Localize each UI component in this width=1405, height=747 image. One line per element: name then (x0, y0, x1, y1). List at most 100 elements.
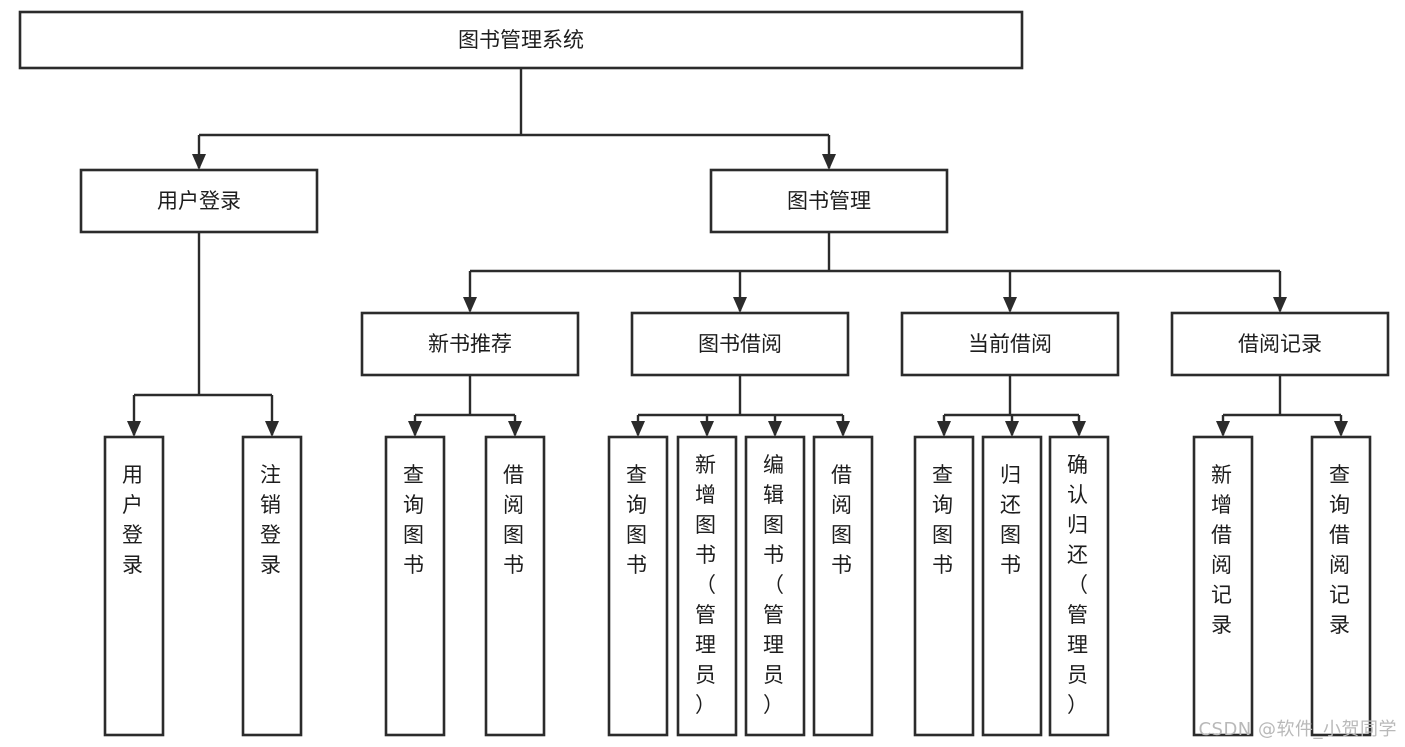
leaf-leaf-confirm-return-char: 员 (1067, 663, 1091, 687)
leaf-leaf-borrow-book-1-char: 图 (503, 523, 527, 547)
root-node-图书管理系统-rect (18, 10, 1024, 70)
leaf-leaf-confirm-return-char: 确 (1067, 453, 1091, 477)
node-user-login[interactable]: 用户登录 (79, 168, 319, 234)
leaf-leaf-confirm-return-char: 理 (1067, 633, 1091, 657)
leaf-leaf-add-book-char: （ (695, 573, 719, 597)
leaf-leaf-query-book-2-rect (607, 435, 669, 737)
root-arrow-1 (822, 154, 836, 170)
root-node-图书管理系统[interactable]: 图书管理系统 (18, 10, 1024, 70)
leaf-leaf-confirm-return-char: 还 (1067, 543, 1091, 567)
group-book-borrow-arrow-0 (631, 421, 645, 437)
leaf-leaf-return-book-char: 书 (1000, 553, 1024, 577)
group-new-book-recommend-arrow-0 (408, 421, 422, 437)
leaf-leaf-query-record-rect (1310, 435, 1372, 737)
leaf-leaf-borrow-book-1-rect (484, 435, 546, 737)
group-book-borrow-arrow-1 (700, 421, 714, 437)
leaf-leaf-edit-book-rect (744, 435, 806, 737)
leaf-leaf-logout-char: 登 (260, 523, 284, 547)
leaf-leaf-logout-char: 录 (260, 553, 284, 577)
group-borrow-record-arrow-1 (1334, 421, 1348, 437)
leaf-leaf-confirm-return-char: 认 (1067, 483, 1091, 507)
leaf-leaf-user-login-char: 户 (122, 493, 146, 517)
leaf-leaf-logout-rect (241, 435, 303, 737)
group-user-login-arrow-0 (127, 421, 141, 437)
leaf-leaf-add-book-char: 书 (695, 543, 719, 567)
leaf-leaf-query-book-1-char: 书 (403, 553, 427, 577)
leaf-leaf-add-book-char: 图 (695, 513, 719, 537)
node-book-manage[interactable]: 图书管理 (709, 168, 949, 234)
leaf-leaf-borrow-book-2-char: 借 (831, 463, 855, 487)
leaf-leaf-user-login-char: 录 (122, 553, 146, 577)
node-book-borrow[interactable]: 图书借阅 (630, 311, 850, 377)
leaf-leaf-query-record-char: 阅 (1329, 553, 1353, 577)
leaf-leaf-query-book-3-char: 查 (932, 463, 956, 487)
leaf-leaf-query-record-char: 询 (1329, 493, 1353, 517)
leaf-leaf-add-book-char: 新 (695, 453, 719, 477)
node-new-book-recommend-label: 新书推荐 (428, 332, 512, 356)
leaf-leaf-borrow-book-1-char: 书 (503, 553, 527, 577)
leaf-leaf-query-book-2-char: 书 (626, 553, 650, 577)
book-manage-arrow-1 (733, 297, 747, 313)
leaf-leaf-confirm-return-char: ） (1067, 693, 1091, 717)
leaf-leaf-borrow-book-2-char: 图 (831, 523, 855, 547)
leaf-leaf-confirm-return-char: （ (1067, 573, 1091, 597)
leaf-leaf-user-login-char: 登 (122, 523, 146, 547)
leaf-leaf-query-book-1-rect (384, 435, 446, 737)
leaf-leaf-query-book-2-char: 查 (626, 463, 650, 487)
group-current-borrow-arrow-0 (937, 421, 951, 437)
node-book-manage-label: 图书管理 (787, 189, 871, 213)
leaf-leaf-return-book-rect (981, 435, 1043, 737)
leaf-leaf-query-record-char: 记 (1329, 583, 1353, 607)
leaf-leaf-borrow-book-1-char: 借 (503, 463, 527, 487)
leaf-leaf-add-book-char: 增 (695, 483, 719, 507)
leaf-leaf-add-record-char: 新 (1211, 463, 1235, 487)
leaf-leaf-user-login-char: 用 (122, 463, 146, 487)
book-manage-arrow-3 (1273, 297, 1287, 313)
node-book-borrow-label: 图书借阅 (698, 332, 782, 356)
node-book-borrow-rect (630, 311, 850, 377)
leaf-leaf-query-book-3-char: 书 (932, 553, 956, 577)
leaf-leaf-confirm-return-char: 管 (1067, 603, 1091, 627)
leaf-leaf-query-book-1-char: 询 (403, 493, 427, 517)
leaf-leaf-user-login[interactable]: 用户登录 (103, 435, 165, 737)
leaf-leaf-add-record-char: 借 (1211, 523, 1235, 547)
book-manage-arrow-2 (1003, 297, 1017, 313)
leaf-leaf-query-book-3-char: 图 (932, 523, 956, 547)
leaf-leaf-query-record-char: 借 (1329, 523, 1353, 547)
leaf-leaf-user-login-rect (103, 435, 165, 737)
leaf-leaf-query-book-2-char: 询 (626, 493, 650, 517)
group-new-book-recommend-arrow-1 (508, 421, 522, 437)
group-current-borrow-arrow-1 (1005, 421, 1019, 437)
leaf-leaf-confirm-return-rect (1048, 435, 1110, 737)
leaf-leaf-logout-char: 注 (260, 463, 284, 487)
leaf-leaf-edit-book-char: 编 (763, 453, 787, 477)
leaf-leaf-edit-book-char: ） (763, 693, 787, 717)
node-borrow-record[interactable]: 借阅记录 (1170, 311, 1390, 377)
watermark-label: CSDN @软件_小贺同学 (1198, 719, 1397, 740)
node-new-book-recommend[interactable]: 新书推荐 (360, 311, 580, 377)
leaf-leaf-query-book-3-char: 询 (932, 493, 956, 517)
node-user-login-rect (79, 168, 319, 234)
node-book-manage-rect (709, 168, 949, 234)
leaf-leaf-add-book-char: 理 (695, 633, 719, 657)
leaf-leaf-borrow-book-2-rect (812, 435, 874, 737)
leaf-leaf-query-book-1-char: 查 (403, 463, 427, 487)
leaf-leaf-edit-book-char: 辑 (763, 483, 787, 507)
leaf-leaf-add-book-char: ） (695, 693, 719, 717)
leaf-leaf-return-book-char: 图 (1000, 523, 1024, 547)
leaf-leaf-add-record-char: 记 (1211, 583, 1235, 607)
node-current-borrow[interactable]: 当前借阅 (900, 311, 1120, 377)
